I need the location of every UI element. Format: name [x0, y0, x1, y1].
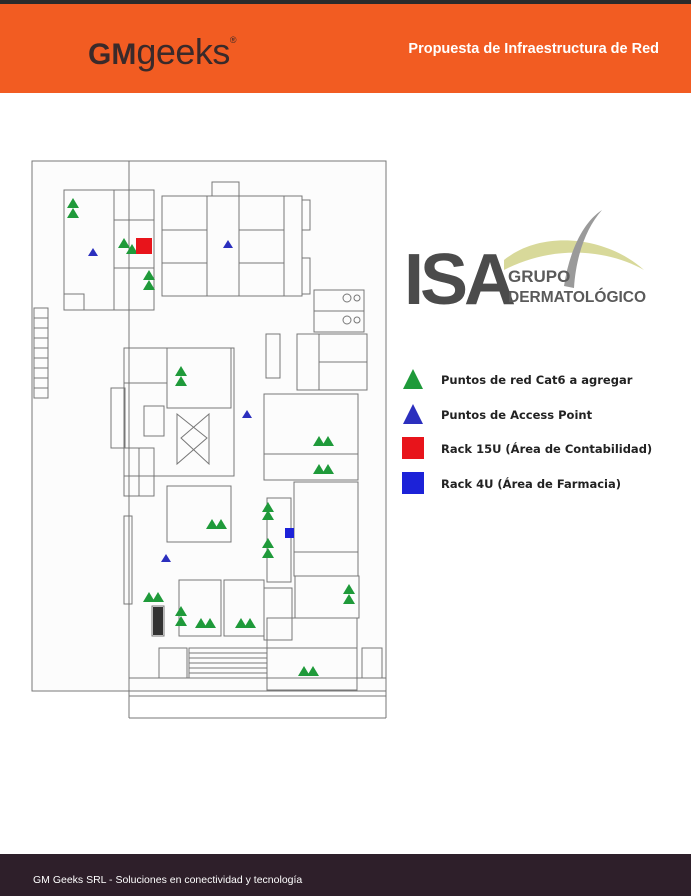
access-points: [88, 240, 252, 562]
legend-square-icon: [402, 471, 424, 494]
legend-label: Rack 4U (Área de Farmacia): [441, 476, 621, 491]
isa-logo-grupo: GRUPO: [508, 267, 570, 286]
isa-logo-dermatologico: DERMATOLÓGICO: [508, 288, 646, 306]
gmgeeks-logo: GMgeeks®: [88, 34, 237, 70]
legend-item: Puntos de red Cat6 a agregar: [402, 368, 682, 403]
rack-4u: [285, 528, 294, 538]
legend-label: Puntos de red Cat6 a agregar: [441, 373, 633, 387]
isa-logo-letters: ISA: [404, 240, 515, 316]
logo-gm-text: GM: [88, 38, 137, 71]
logo-registered-mark: ®: [229, 35, 237, 45]
footer-text: GM Geeks SRL - Soluciones en conectivida…: [33, 874, 303, 886]
isa-grupo-dermatologico-logo: ISA GRUPO DERMATOLÓGICO: [404, 210, 646, 316]
legend-label: Puntos de Access Point: [441, 407, 593, 422]
network-points: [67, 198, 355, 676]
rack-15u: [136, 238, 152, 254]
top-edge-bar: [0, 0, 691, 4]
legend-triangle-icon: [403, 403, 423, 424]
legend-item: Rack 15U (Área de Contabilidad): [402, 437, 682, 472]
legend-item: Rack 4U (Área de Farmacia): [402, 471, 682, 507]
legend-item: Puntos de Access Point: [402, 403, 682, 438]
legend-square-icon: [402, 437, 424, 459]
footer-bar: GM Geeks SRL - Soluciones en conectivida…: [0, 854, 691, 896]
legend-label: Rack 15U (Área de Contabilidad): [441, 442, 653, 456]
logo-geeks-text: geeks: [136, 31, 230, 72]
floor-plan: [31, 160, 387, 719]
legend-triangle-icon: [403, 369, 423, 389]
header-banner: GMgeeks® Propuesta de Infraestructura de…: [0, 4, 691, 93]
document-title: Propuesta de Infraestructura de Red: [408, 41, 659, 57]
